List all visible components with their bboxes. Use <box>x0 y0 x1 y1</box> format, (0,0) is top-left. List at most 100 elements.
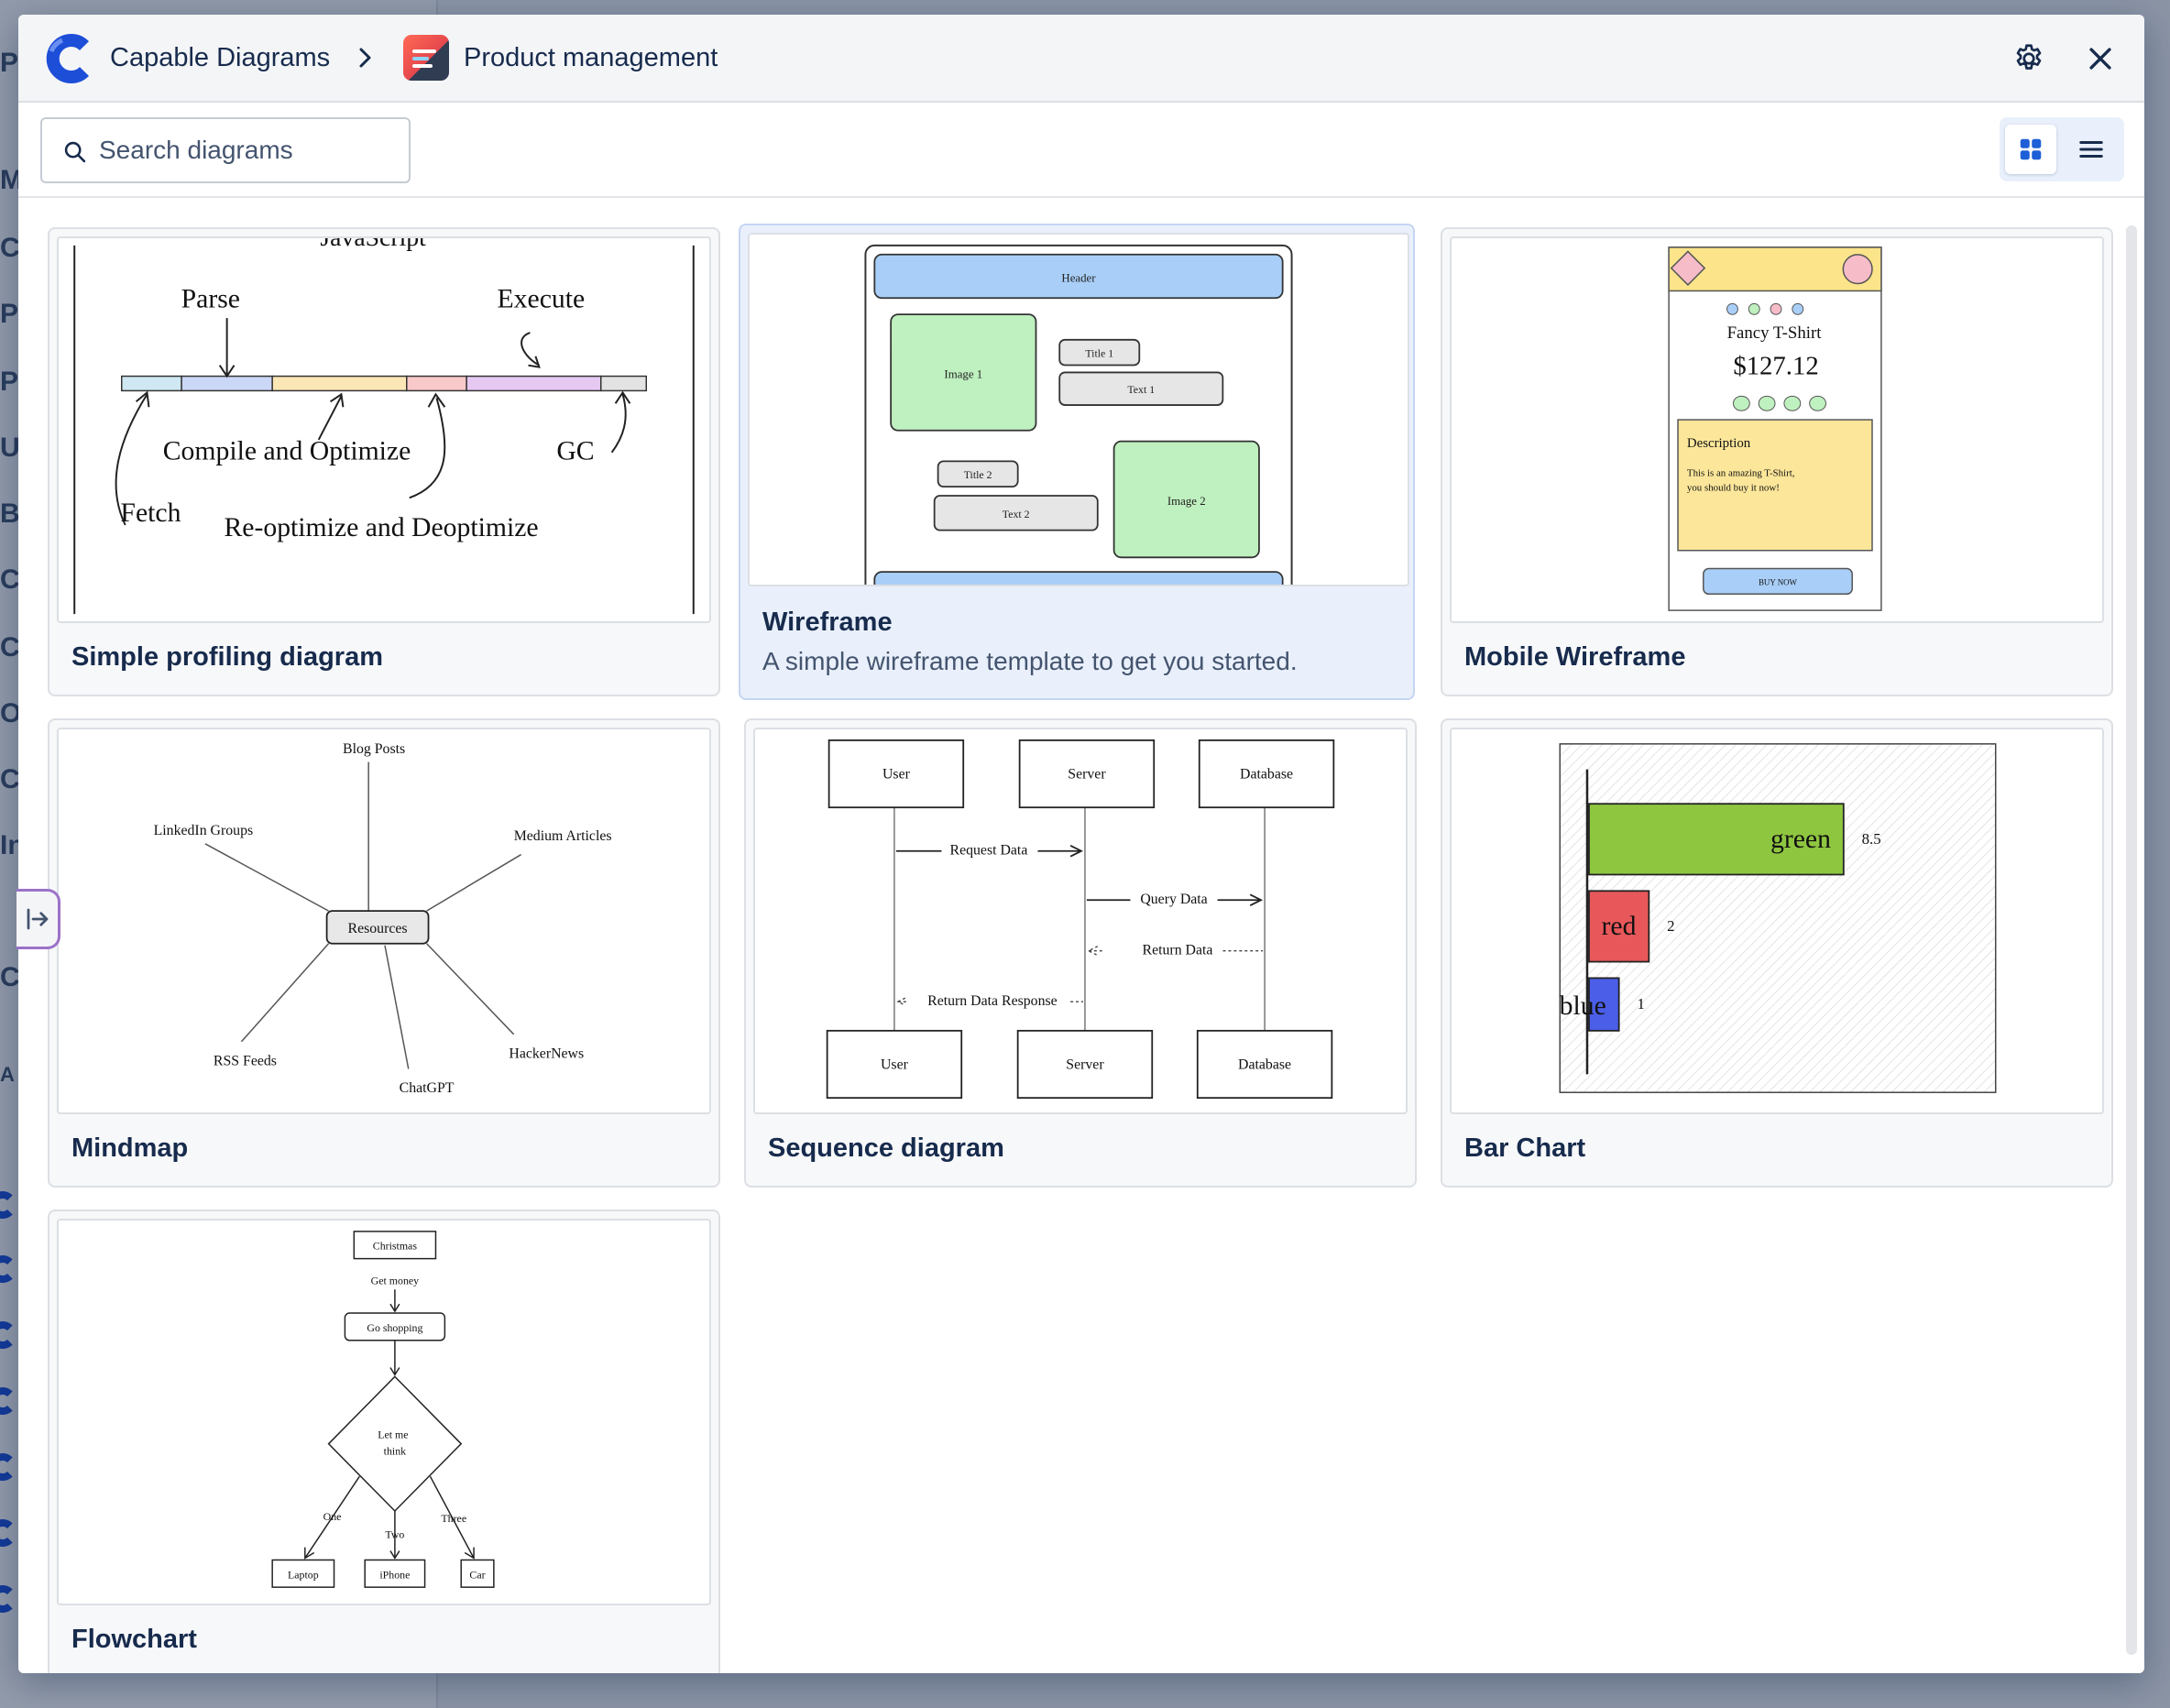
background-app-icon <box>0 1387 16 1415</box>
mindmap-node-blog: Blog Posts <box>343 741 405 757</box>
background-sidebar-letter: In <box>0 830 20 860</box>
template-thumbnail: Blog Posts LinkedIn Groups Medium Articl… <box>57 728 711 1114</box>
wireframe-text2-label: Text 2 <box>1003 508 1030 520</box>
template-thumbnail: Fancy T-Shirt $127.12 Description This i… <box>1450 236 2104 623</box>
gear-icon <box>2016 44 2042 70</box>
bar-value-label: 2 <box>1667 917 1674 935</box>
mobile-wireframe-preview: Fancy T-Shirt $127.12 Description This i… <box>1668 246 1882 611</box>
flowchart-outcome: Laptop <box>288 1568 319 1581</box>
background-sidebar-letter: U <box>0 432 20 463</box>
capable-diagrams-logo-icon <box>46 34 89 83</box>
sequence-message: Return Data Response <box>927 993 1058 1009</box>
mindmap-preview: Blog Posts LinkedIn Groups Medium Articl… <box>154 741 612 1096</box>
flowchart-option-label: Two <box>385 1528 404 1541</box>
list-icon <box>2079 141 2103 158</box>
flowchart-decision-line1: Let me <box>378 1429 408 1441</box>
close-button[interactable] <box>2080 38 2121 79</box>
profiling-label-execute: Execute <box>498 284 586 313</box>
bar-category-label: red <box>1602 912 1637 941</box>
search-box[interactable] <box>40 117 411 183</box>
mobile-description-line1: This is an amazing T-Shirt, <box>1687 468 1795 479</box>
bar-category-label: green <box>1770 825 1831 854</box>
template-card-mobile-wireframe[interactable]: Fancy T-Shirt $127.12 Description This i… <box>1441 227 2113 696</box>
sequence-diagram-preview: User Server Database Request Data Query … <box>826 739 1335 1100</box>
template-card-simple-profiling[interactable]: JavaScript Parse Execute Compile and O <box>48 227 720 696</box>
background-sidebar-letter: M <box>0 165 20 195</box>
template-description: A simple wireframe template to get you s… <box>762 647 1298 675</box>
project-icon <box>403 35 449 81</box>
flowchart-node-step: Go shopping <box>367 1321 422 1334</box>
template-thumbnail: JavaScript Parse Execute Compile and O <box>57 236 711 623</box>
mindmap-node-hackernews: HackerNews <box>509 1046 584 1062</box>
template-title: Simple profiling diagram <box>71 642 383 672</box>
mindmap-node-chatgpt: ChatGPT <box>400 1080 455 1096</box>
search-input[interactable] <box>99 130 392 170</box>
template-thumbnail: User Server Database Request Data Query … <box>753 728 1408 1114</box>
breadcrumb-app-name[interactable]: Capable Diagrams <box>110 43 331 72</box>
mindmap-node-linkedin: LinkedIn Groups <box>154 823 254 838</box>
sequence-message: Return Data <box>1143 943 1213 958</box>
list-view-button[interactable] <box>2066 125 2117 174</box>
grid-scrollbar[interactable] <box>2126 225 2137 1655</box>
background-app-icon <box>0 1519 16 1547</box>
template-title: Bar Chart <box>1464 1133 1586 1163</box>
template-grid: JavaScript Parse Execute Compile and O <box>18 198 2144 1673</box>
sequence-actor-top: User <box>882 766 911 782</box>
template-picker-modal: Capable Diagrams Product management <box>18 15 2144 1673</box>
modal-header: Capable Diagrams Product management <box>18 15 2144 103</box>
background-sidebar-letter: P <box>0 367 19 397</box>
template-thumbnail: green 8.5 red 2 blue 1 <box>1450 728 2104 1114</box>
mindmap-node-medium: Medium Articles <box>514 828 612 844</box>
sequence-actor-top: Server <box>1068 766 1106 782</box>
background-app-icon <box>0 1255 16 1283</box>
template-title: Flowchart <box>71 1625 197 1654</box>
sequence-actor-bottom: Server <box>1066 1057 1104 1072</box>
background-sidebar-letter: C <box>0 764 20 794</box>
background-sidebar-letter: P <box>0 299 19 329</box>
template-card-mindmap[interactable]: Blog Posts LinkedIn Groups Medium Articl… <box>48 718 720 1188</box>
background-sidebar-letter: C <box>0 233 20 263</box>
template-title: Mindmap <box>71 1133 189 1163</box>
template-card-wireframe[interactable]: Header Image 1 Title 1 Text 1 Title 2 Te… <box>739 224 1415 700</box>
template-card-flowchart[interactable]: Christmas Get money Go shopping Let me t… <box>48 1210 720 1673</box>
background-sidebar-letter: O <box>0 698 20 728</box>
sequence-message: Request Data <box>950 843 1028 859</box>
template-card-bar-chart[interactable]: green 8.5 red 2 blue 1 Bar Chart <box>1441 718 2113 1188</box>
expand-right-icon <box>27 908 48 930</box>
grid-icon <box>2020 138 2042 160</box>
bar-blue <box>1588 977 1620 1032</box>
wireframe-image1-label: Image 1 <box>944 367 982 380</box>
flowchart-outcome: iPhone <box>379 1568 410 1581</box>
flowchart-option-label: One <box>323 1510 342 1523</box>
template-card-sequence-diagram[interactable]: User Server Database Request Data Query … <box>744 718 1417 1188</box>
grid-view-button[interactable] <box>2005 125 2056 174</box>
profiling-label-compile: Compile and Optimize <box>163 437 411 466</box>
background-app-icon <box>0 1453 16 1481</box>
flowchart-outcome: Car <box>469 1568 485 1581</box>
profiling-diagram-preview: JavaScript Parse Execute Compile and O <box>73 238 695 615</box>
sequence-actor-top: Database <box>1240 766 1293 782</box>
chevron-right-icon <box>359 48 371 68</box>
profiling-label-top: JavaScript <box>320 238 426 251</box>
view-toggle <box>2000 117 2124 181</box>
wireframe-title2-label: Title 2 <box>964 468 992 481</box>
breadcrumb-project-name[interactable]: Product management <box>464 43 718 72</box>
mobile-description-heading: Description <box>1687 436 1751 451</box>
settings-button[interactable] <box>2009 38 2049 79</box>
mobile-product-price: $127.12 <box>1733 352 1818 381</box>
background-sidebar-letter: C <box>0 564 20 595</box>
mobile-buy-button: BUY NOW <box>1759 577 1798 586</box>
flowchart-node-start: Christmas <box>373 1240 418 1253</box>
sidebar-expand-button[interactable] <box>16 889 60 949</box>
background-sidebar-letter: C <box>0 962 20 992</box>
background-sidebar-letter: A <box>0 1063 15 1086</box>
template-thumbnail: Christmas Get money Go shopping Let me t… <box>57 1219 711 1605</box>
mobile-product-name: Fancy T-Shirt <box>1727 323 1823 343</box>
wireframe-preview: Header Image 1 Title 1 Text 1 Title 2 Te… <box>864 244 1293 585</box>
background-app-icon <box>0 1191 16 1219</box>
mindmap-node-rss: RSS Feeds <box>214 1053 277 1068</box>
bar-value-label: 8.5 <box>1862 830 1881 848</box>
bar-category-label: blue <box>1560 991 1606 1021</box>
wireframe-image2-label: Image 2 <box>1167 495 1206 508</box>
bar-value-label: 1 <box>1637 995 1644 1013</box>
